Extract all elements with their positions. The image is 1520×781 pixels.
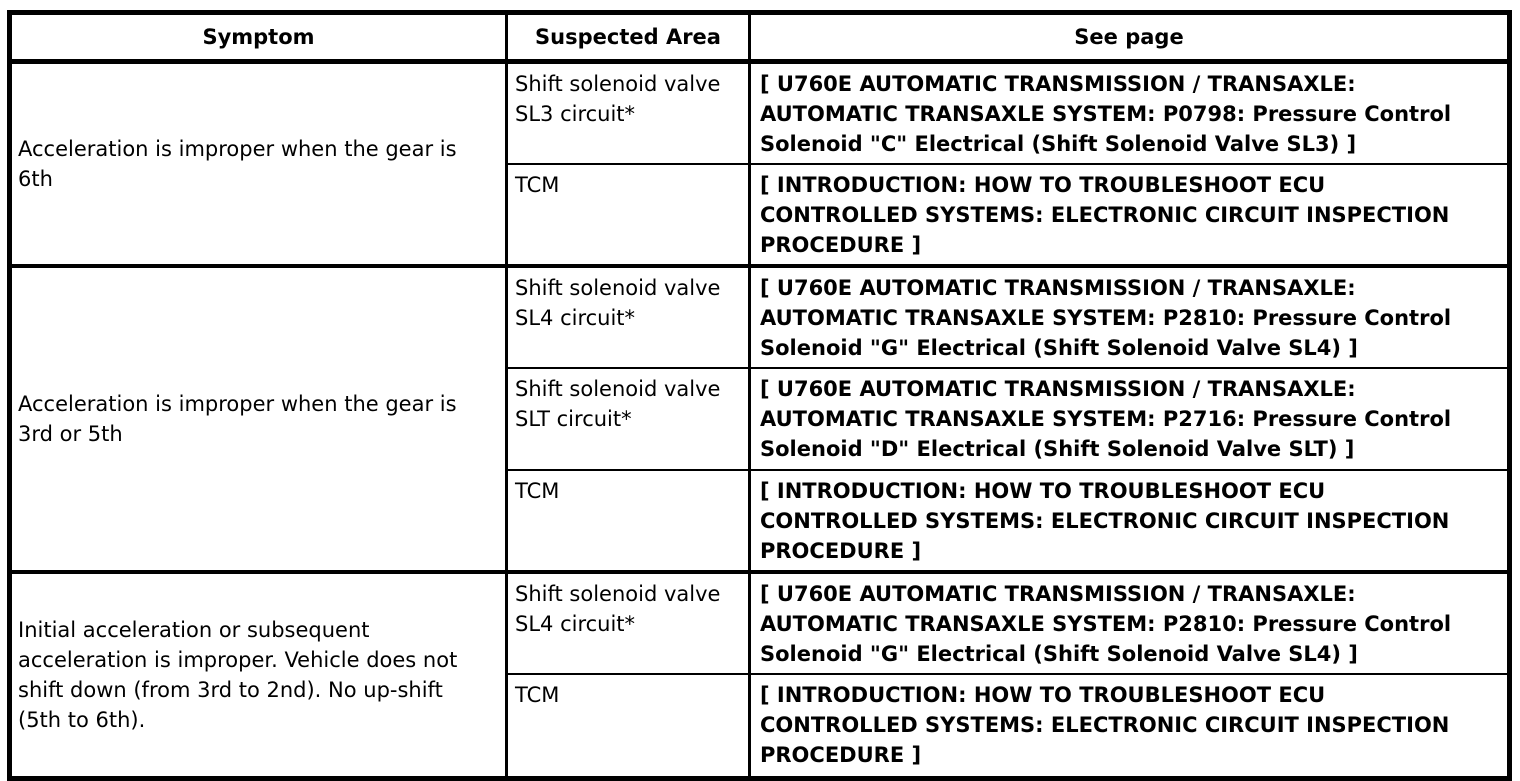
- see-page-link[interactable]: [ INTRODUCTION: HOW TO TROUBLESHOOT ECU …: [748, 163, 1511, 268]
- symptom-troubleshooting-table: Symptom Suspected Area See page Accelera…: [7, 10, 1512, 781]
- see-page-link[interactable]: [ INTRODUCTION: HOW TO TROUBLESHOOT ECU …: [748, 469, 1511, 574]
- table-header-row: Symptom Suspected Area See page: [8, 11, 1511, 64]
- table-row: TCM [ INTRODUCTION: HOW TO TROUBLESHOOT …: [10, 163, 1511, 268]
- symptom-cell: Acceleration is improper when the gear i…: [8, 265, 508, 574]
- suspected-area-cell: Shift solenoid valve SL4 circuit*: [505, 265, 751, 369]
- see-page-link[interactable]: [ U760E AUTOMATIC TRANSMISSION / TRANSAX…: [748, 60, 1511, 165]
- table-row: Acceleration is improper when the gear i…: [8, 60, 1511, 268]
- see-page-link[interactable]: [ U760E AUTOMATIC TRANSMISSION / TRANSAX…: [748, 265, 1511, 369]
- table-row: TCM [ INTRODUCTION: HOW TO TROUBLESHOOT …: [10, 673, 1511, 780]
- column-header-suspected-area: Suspected Area: [505, 11, 751, 64]
- suspected-area-cell: Shift solenoid valve SLT circuit*: [505, 367, 751, 471]
- see-page-link[interactable]: [ U760E AUTOMATIC TRANSMISSION / TRANSAX…: [748, 367, 1511, 471]
- table-row: Shift solenoid valve SLT circuit* [ U760…: [10, 367, 1511, 471]
- suspected-area-cell: Shift solenoid valve SL4 circuit*: [505, 571, 751, 675]
- suspected-area-cell: Shift solenoid valve SL3 circuit*: [505, 60, 751, 165]
- symptom-cell: Initial acceleration or subsequent accel…: [8, 571, 508, 780]
- table-row: Initial acceleration or subsequent accel…: [8, 571, 1511, 780]
- suspected-area-cell: TCM: [505, 163, 751, 268]
- symptom-cell: Acceleration is improper when the gear i…: [8, 60, 508, 268]
- column-header-see-page: See page: [748, 11, 1511, 64]
- column-header-symptom: Symptom: [8, 11, 508, 64]
- table-row: TCM [ INTRODUCTION: HOW TO TROUBLESHOOT …: [10, 469, 1511, 574]
- table-row: Acceleration is improper when the gear i…: [8, 265, 1511, 574]
- see-page-link[interactable]: [ INTRODUCTION: HOW TO TROUBLESHOOT ECU …: [748, 673, 1511, 780]
- suspected-area-cell: TCM: [505, 469, 751, 574]
- suspected-area-cell: TCM: [505, 673, 751, 780]
- see-page-link[interactable]: [ U760E AUTOMATIC TRANSMISSION / TRANSAX…: [748, 571, 1511, 675]
